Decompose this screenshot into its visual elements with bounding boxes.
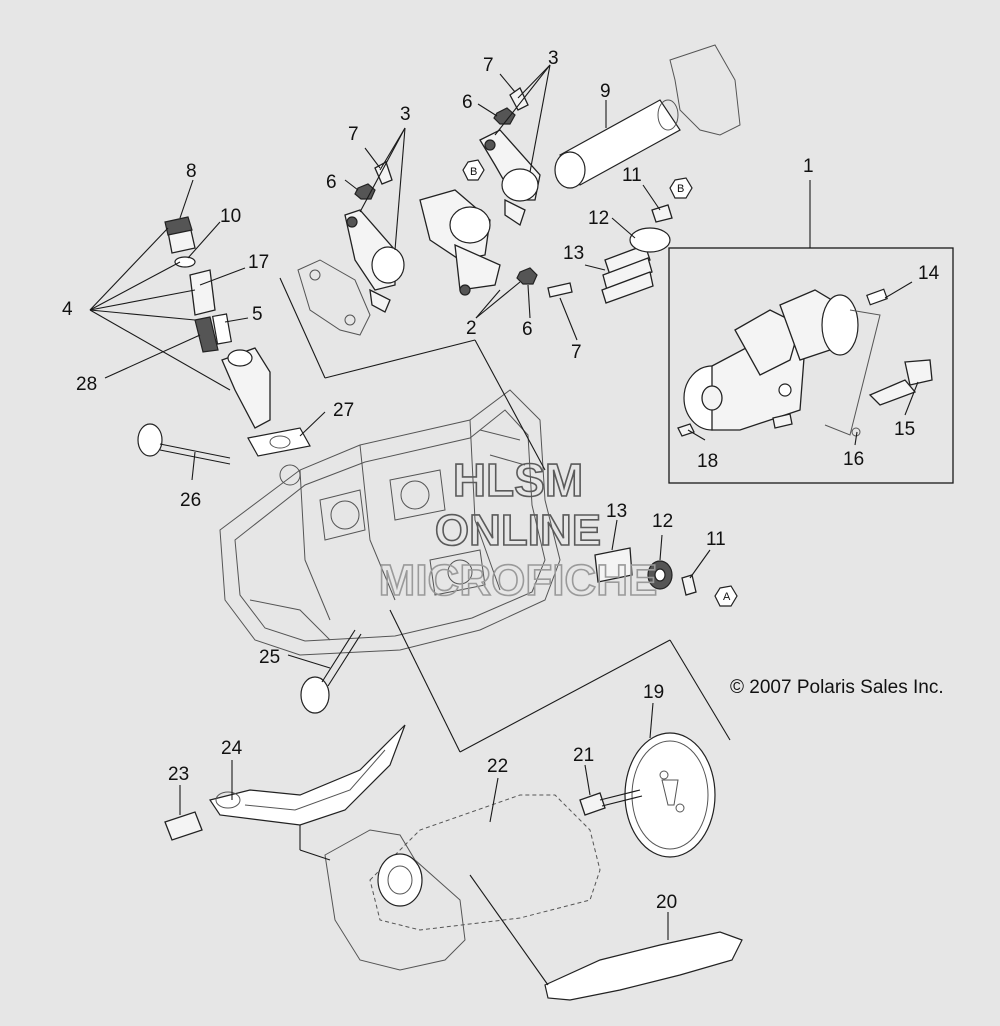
chain-guide-lower [544,931,743,1001]
callout-4: 4 [62,299,73,320]
callout-21: 21 [573,745,594,766]
callout-9: 9 [600,81,611,102]
callout-16: 16 [843,449,864,470]
callout-17: 17 [248,252,269,273]
intake-valve [137,423,231,465]
exhaust-valve [300,629,362,714]
callout-3-left: 3 [400,104,411,125]
chain-guide-upper [209,724,406,826]
callout-6-lower: 6 [522,319,533,340]
callout-5: 5 [252,304,263,325]
callout-19: 19 [643,682,664,703]
callout-12-upper: 12 [588,208,609,229]
callout-1: 1 [803,156,814,177]
callout-28: 28 [76,374,97,395]
callout-23: 23 [168,764,189,785]
callout-8: 8 [186,161,197,182]
callout-10: 10 [220,206,241,227]
callout-22: 22 [487,756,508,777]
callout-24: 24 [221,738,243,759]
sprocket-bolt [579,789,643,816]
crank-sprocket-cover [324,829,466,971]
marker-b-2: B [677,183,684,195]
rocker-support-bracket [297,259,371,336]
rocker-arm-left [344,209,405,313]
callout-2: 2 [466,318,477,339]
guide-bolt [164,791,241,841]
valve-spring-upper: B [601,177,693,304]
cam-sprocket [624,732,716,858]
leader-lines [89,64,919,986]
callout-15: 15 [894,419,915,440]
cam-chain-tensioner [164,216,311,457]
marker-a: A [723,591,731,603]
callout-numbers: 1 2 3 3 4 5 6 6 6 7 7 7 8 9 10 11 11 12 … [62,48,940,913]
callout-18: 18 [697,451,718,472]
camshaft-kit-box [668,180,954,484]
callout-13-lower: 13 [606,501,627,522]
callout-7-upper: 7 [483,55,494,76]
timing-chain [369,794,601,931]
cylinder-head [219,389,561,656]
callout-20: 20 [656,892,677,913]
watermark-line-1: HLSM [453,454,583,506]
callout-7-left: 7 [348,124,359,145]
callout-26: 26 [180,490,201,511]
callout-11-lower: 11 [706,529,726,550]
camshaft [677,288,933,437]
watermark-line-3: MICROFICHE [379,556,658,605]
valve-spring-lower: A [594,547,738,607]
rocker-shaft [554,44,741,189]
callout-13-upper: 13 [563,243,584,264]
callout-7-lower: 7 [571,342,582,363]
watermark-line-2: ONLINE [435,506,601,555]
marker-b-1: B [470,166,477,178]
callout-14: 14 [918,263,940,284]
callout-6-left: 6 [326,172,337,193]
callout-11-upper: 11 [622,165,642,186]
callout-3-upper: 3 [548,48,559,69]
adjuster-screws: B [354,87,573,298]
rocker-arm-right [479,129,541,227]
copyright-notice: © 2007 Polaris Sales Inc. [730,677,944,698]
callout-12-lower: 12 [652,511,673,532]
rocker-arm-middle [419,189,501,296]
callout-25: 25 [259,647,280,668]
watermark: HLSM ONLINE MICROFICHE [378,453,658,606]
callout-6-upper: 6 [462,92,473,113]
callout-27: 27 [333,400,354,421]
